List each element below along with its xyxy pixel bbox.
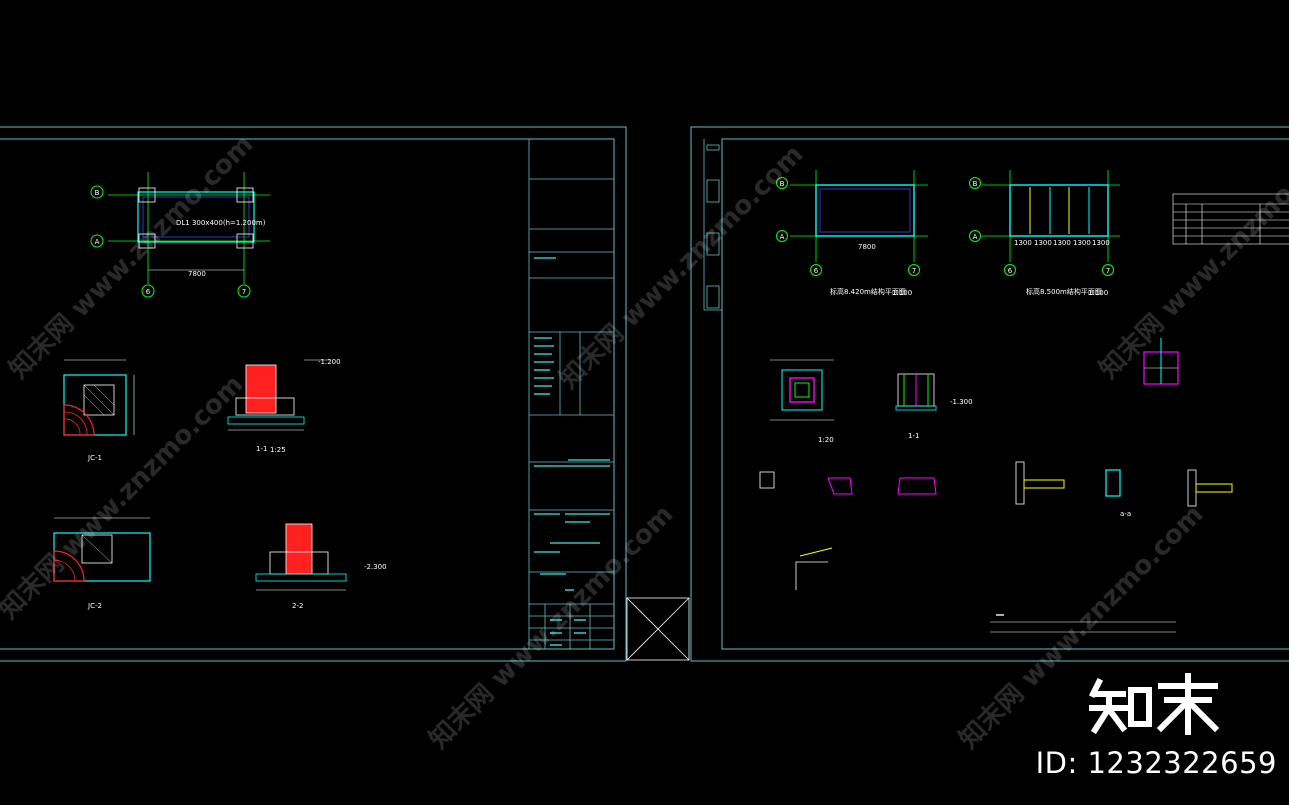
purlin-details xyxy=(759,471,937,495)
axis-bubble-7 xyxy=(237,284,251,298)
axis-bubble-6 xyxy=(141,284,155,298)
sheet-1: B A 6 7 7800 DL1 300x400(h=1.200m) JC-1 xyxy=(0,126,627,662)
blank-cross-box xyxy=(626,597,690,661)
plan-b-subdim-2: 1300 xyxy=(1034,239,1052,247)
plan-b-axis-6: 6 xyxy=(1008,267,1013,275)
detail-jc1: JC-1 xyxy=(63,359,135,462)
sheet2-section-1-1-caption: 1-1 xyxy=(908,432,919,440)
jc2-caption: JC-2 xyxy=(87,602,102,610)
eave-detail xyxy=(795,547,833,590)
sheet2-ground-elev: -1.300 xyxy=(950,398,973,406)
plan-a-axis-7: 7 xyxy=(912,267,916,275)
plan-b-scale: 1:100 xyxy=(1088,289,1108,297)
column-base-detail: 1:20 xyxy=(770,359,834,444)
section-2-2-caption: 2-2 xyxy=(292,602,303,610)
plan-a-scale: 1:100 xyxy=(892,289,912,297)
plan-a-axis-6: 6 xyxy=(814,267,819,275)
plan-b-axis-A: A xyxy=(973,233,978,241)
plan-dim-7800: 7800 xyxy=(188,270,206,278)
section-1-1-caption: 1-1 xyxy=(256,445,267,453)
brand-logo xyxy=(1089,673,1219,735)
brand-id-label: ID: 1232322659 xyxy=(1035,746,1277,780)
axis-label-B: B xyxy=(95,189,100,197)
axis-bubble-A xyxy=(90,234,104,248)
elev-2: -2.300 xyxy=(364,563,387,571)
axis-label-7: 7 xyxy=(242,288,246,296)
sheet-2-inner-frame xyxy=(721,138,1289,650)
sheet2-section-1-1: -1.300 1-1 xyxy=(895,373,973,440)
beam-connection-detail xyxy=(1143,338,1179,385)
sheet-2: B A 6 7 7800 标高8.420m结构平面图 1:100 B A xyxy=(690,126,1289,662)
plan-b-subdim-1: 1300 xyxy=(1014,239,1032,247)
structural-plan-b: B A 6 7 1300 1300 1300 1300 1300 标高8.500… xyxy=(969,170,1120,297)
axis-bubble-B xyxy=(90,185,104,199)
plan-b-axis-B: B xyxy=(973,180,978,188)
axis-label-A: A xyxy=(95,238,100,246)
watermark-3: 知末网 www.znzmo.com xyxy=(554,139,809,394)
sheet-2-side-strip xyxy=(703,139,723,311)
axis-label-6: 6 xyxy=(146,288,151,296)
plan-b-subdim-3: 1300 xyxy=(1053,239,1071,247)
beam-column-joints: a-a xyxy=(1015,461,1233,518)
sheet-1-outer-frame xyxy=(0,126,627,662)
plan-a-title: 标高8.420m结构平面图 xyxy=(830,287,906,296)
plan-b-subdim-5: 1300 xyxy=(1092,239,1110,247)
sheet-2-outer-frame xyxy=(690,126,1289,662)
column-base-scale: 1:20 xyxy=(818,436,834,444)
material-table xyxy=(1172,193,1289,245)
structural-plan-a: B A 6 7 7800 标高8.420m结构平面图 1:100 xyxy=(776,170,928,297)
sheet-1-inner-frame xyxy=(0,138,615,650)
sheet-1-title-block xyxy=(528,139,614,649)
detail-jc2: JC-2 xyxy=(53,517,151,610)
plan-b-subdim-4: 1300 xyxy=(1073,239,1091,247)
plan-b-title: 标高8.500m结构平面图 xyxy=(1026,287,1102,296)
plan-a-axis-B: B xyxy=(780,180,785,188)
section-2-2: -2.300 2-2 xyxy=(255,523,387,610)
watermark-5: 知末网 www.znzmo.com xyxy=(1094,129,1289,384)
plan-a-axis-A: A xyxy=(780,233,785,241)
watermark-2: 知末网 www.znzmo.com xyxy=(0,369,249,624)
section-1-1-scale: 1:25 xyxy=(270,446,286,454)
plan-note: DL1 300x400(h=1.200m) xyxy=(176,219,266,227)
elev-1: -1.200 xyxy=(318,358,341,366)
title-block-text-lines xyxy=(534,257,610,646)
watermark-4: 知末网 www.znzmo.com xyxy=(424,499,679,754)
section-1-1: -1.200 1-1 1:25 xyxy=(227,358,341,454)
plan-b-axis-7: 7 xyxy=(1106,267,1110,275)
foundation-plan: B A 6 7 7800 DL1 300x400(h=1.200m) xyxy=(90,172,270,298)
section-aa-caption: a-a xyxy=(1120,510,1131,518)
jc1-caption: JC-1 xyxy=(87,454,102,462)
plan-a-dim: 7800 xyxy=(858,243,876,251)
notes-block xyxy=(990,614,1176,633)
watermark-1: 知末网 www.znzmo.com xyxy=(4,129,259,384)
